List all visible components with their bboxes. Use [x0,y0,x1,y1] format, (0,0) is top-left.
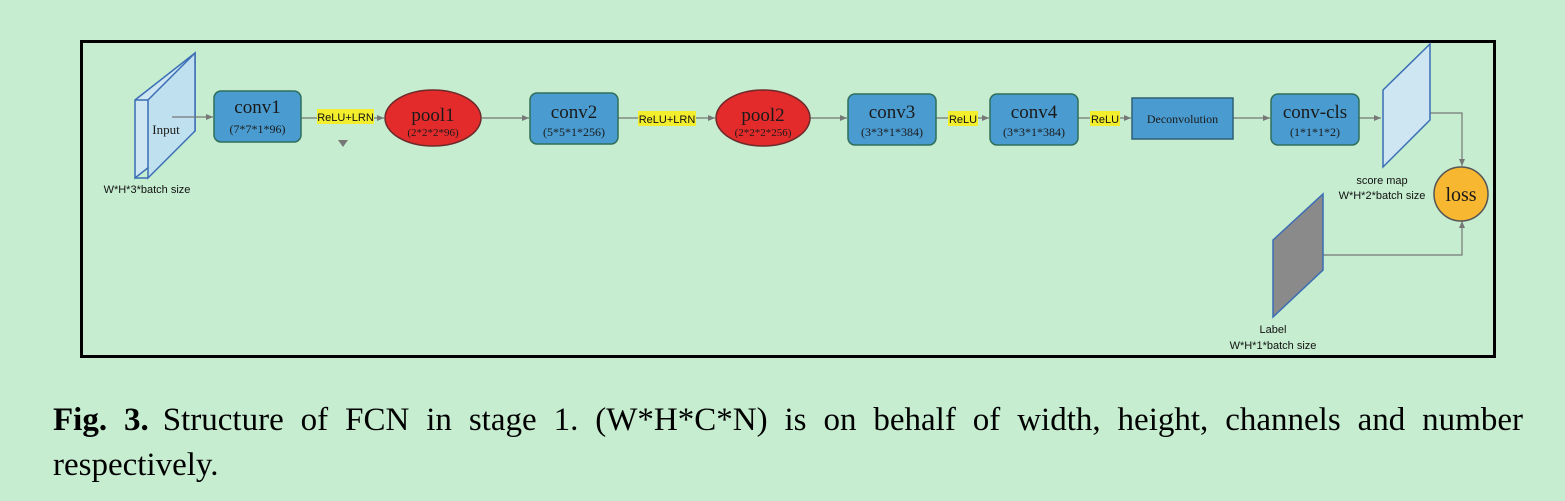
svg-text:ReLU: ReLU [949,114,977,126]
layer-deconvolution: Deconvolution [1131,97,1234,140]
svg-text:conv4: conv4 [1011,102,1058,123]
svg-text:(2*2*2*96): (2*2*2*96) [407,127,459,139]
caption-label: Fig. 3. [53,402,149,438]
input-volume: Input [134,51,196,180]
label-map-dims: W*H*1*batch size [1230,340,1317,352]
dropdown-marker-icon [338,140,348,147]
activation-relu-lrn-1: ReLU+LRN [317,109,374,124]
svg-text:(5*5*1*256): (5*5*1*256) [543,125,605,139]
svg-text:conv-cls: conv-cls [1283,102,1347,123]
svg-text:(7*7*1*96): (7*7*1*96) [230,122,286,136]
label-plane [1272,192,1324,319]
svg-text:(3*3*1*384): (3*3*1*384) [861,125,923,139]
activation-relu-1: ReLU [948,111,978,126]
svg-text:loss: loss [1445,184,1476,206]
layer-pool1: pool1 (2*2*2*96) [384,89,482,147]
svg-text:(3*3*1*384): (3*3*1*384) [1003,125,1065,139]
score-map-plane [1382,42,1431,169]
fcn-diagram: Input W*H*3*batch size ReLU+LRN ReLU+LRN… [104,42,1489,352]
score-map-label: score map [1356,175,1407,187]
svg-text:ReLU: ReLU [1091,114,1119,126]
layer-conv4: conv4 (3*3*1*384) [989,93,1079,146]
svg-text:conv1: conv1 [234,97,280,118]
svg-text:pool2: pool2 [741,105,784,126]
loss-node: loss [1433,166,1489,222]
svg-text:(2*2*2*256): (2*2*2*256) [735,127,792,139]
figure-frame [80,40,1496,358]
layer-conv1: conv1 (7*7*1*96) [213,90,302,143]
svg-text:conv3: conv3 [869,102,915,123]
activation-relu-lrn-2: ReLU+LRN [638,111,696,126]
caption-text: Structure of FCN in stage 1. (W*H*C*N) i… [53,402,1523,483]
label-map-label: Label [1260,324,1287,336]
layer-conv-cls: conv-cls (1*1*1*2) [1270,93,1360,146]
layer-conv3: conv3 (3*3*1*384) [847,93,937,146]
score-map-dims: W*H*2*batch size [1339,190,1426,202]
figure-caption: Fig. 3.Structure of FCN in stage 1. (W*H… [53,398,1523,488]
svg-text:pool1: pool1 [411,105,454,126]
activation-relu-2: ReLU [1090,111,1120,126]
svg-text:Deconvolution: Deconvolution [1147,112,1218,126]
layer-conv2: conv2 (5*5*1*256) [529,92,619,145]
svg-text:(1*1*1*2): (1*1*1*2) [1290,125,1340,139]
svg-text:ReLU+LRN: ReLU+LRN [317,112,374,124]
layer-pool2: pool2 (2*2*2*256) [715,89,811,147]
input-label: Input [152,122,180,137]
input-dims-label: W*H*3*batch size [104,184,191,196]
svg-text:ReLU+LRN: ReLU+LRN [639,114,696,126]
connections [172,112,1465,256]
svg-text:conv2: conv2 [551,102,597,123]
